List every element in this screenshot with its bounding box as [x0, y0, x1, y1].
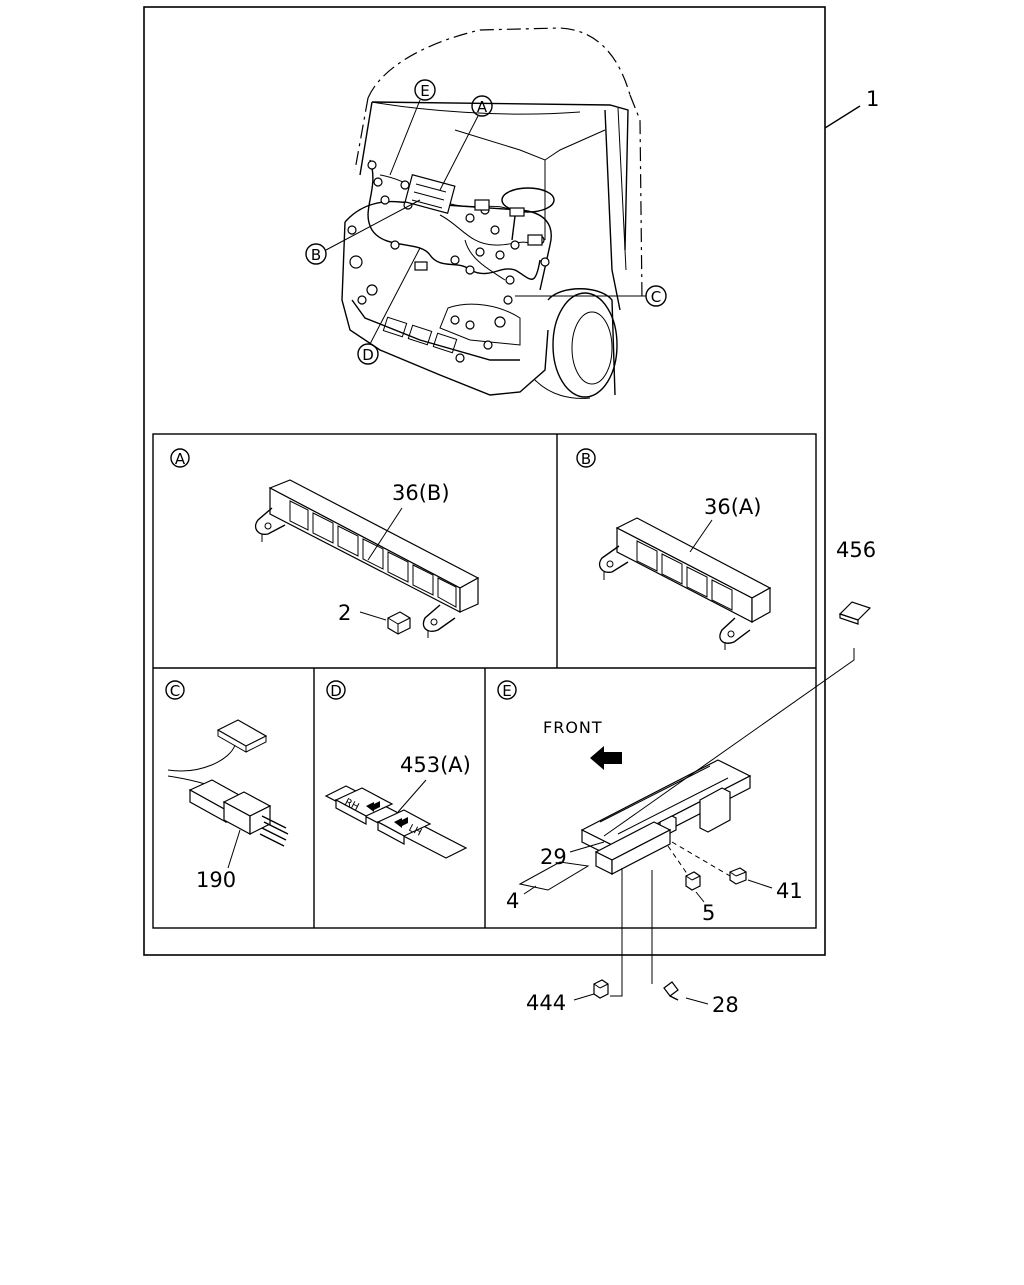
clip-444 — [593, 979, 609, 999]
svg-text:E: E — [420, 82, 429, 100]
truck-cab-illustration — [341, 27, 643, 399]
part-label-456: 456 — [836, 538, 876, 562]
connector-190 — [167, 719, 289, 847]
tag-lh-text: LH — [407, 823, 424, 839]
leader-28 — [685, 997, 709, 1005]
leader-4 — [523, 885, 537, 895]
panel-b: B 36(A) — [576, 448, 772, 650]
leader-5-dashed — [667, 845, 691, 879]
panel-e: E FRONT 5 — [497, 680, 803, 925]
panel-a: A 36(B) — [170, 448, 480, 638]
pad-456 — [838, 601, 872, 625]
leader-36a — [689, 519, 713, 553]
svg-text:C: C — [651, 288, 661, 306]
callout-c-main: C — [515, 285, 667, 307]
panel-c: C 190 — [165, 680, 289, 892]
part-label-4: 4 — [506, 889, 519, 913]
leader-456 — [603, 648, 855, 837]
svg-text:D: D — [362, 346, 374, 364]
screw-28 — [651, 870, 679, 1001]
relay-block-36b — [254, 479, 480, 638]
relay-2 — [387, 611, 411, 635]
panel-b-letter: B — [581, 450, 591, 468]
callout-b-main: B — [305, 199, 421, 265]
part-label-453a: 453(A) — [400, 753, 471, 777]
leader-2 — [359, 611, 387, 621]
outer-frame — [143, 6, 826, 956]
relay-41 — [729, 867, 747, 885]
part-label-2: 2 — [338, 601, 351, 625]
leader-5 — [695, 891, 705, 903]
leader-41-dashed — [671, 841, 731, 877]
front-arrow-icon — [590, 746, 622, 770]
relay-bracket-assembly — [518, 759, 752, 891]
leader-453a — [397, 779, 427, 813]
part-label-444: 444 — [526, 991, 566, 1015]
part-label-36b: 36(B) — [392, 481, 450, 505]
part-label-5: 5 — [702, 901, 715, 925]
svg-text:A: A — [477, 98, 488, 116]
leader-444 — [573, 993, 595, 1001]
part-label-190: 190 — [196, 868, 236, 892]
part-label-36a: 36(A) — [704, 495, 761, 519]
label-tag-453a: RH LH — [324, 785, 468, 859]
panel-d: D RH LH 453(A) — [324, 680, 471, 859]
callout-a-main: A — [439, 95, 493, 191]
part-label-29: 29 — [540, 845, 567, 869]
assembly-leader — [824, 105, 861, 129]
leader-41 — [747, 879, 773, 889]
panel-a-letter: A — [175, 450, 186, 468]
panel-d-letter: D — [330, 682, 342, 700]
panel-e-letter: E — [502, 682, 511, 700]
front-label: FRONT — [543, 718, 603, 737]
part-label-28: 28 — [712, 993, 739, 1017]
leader-190 — [227, 829, 241, 869]
part-label-41: 41 — [776, 879, 803, 903]
callout-d-main: D — [357, 247, 421, 365]
leader-36b — [367, 507, 403, 561]
relay-block-36a — [598, 517, 772, 650]
svg-text:B: B — [311, 246, 321, 264]
panel-c-letter: C — [170, 682, 180, 700]
assembly-ref-label: 1 — [866, 87, 879, 111]
leader-444-link — [610, 868, 623, 997]
callout-e-main: E — [389, 79, 436, 176]
leader-29 — [569, 841, 605, 853]
clip-5 — [685, 871, 701, 891]
